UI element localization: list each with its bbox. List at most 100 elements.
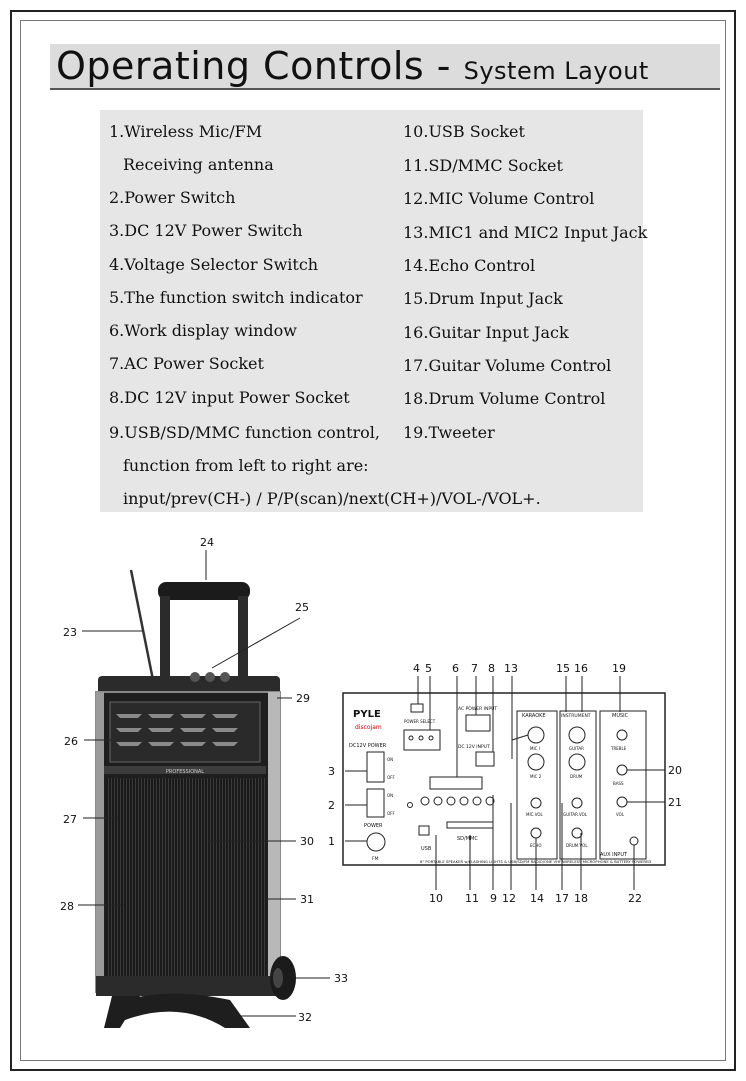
panel-outline <box>342 692 666 866</box>
controls-list-panel <box>100 110 643 512</box>
drum-jack[interactable] <box>568 753 586 771</box>
panel-callout-22: 22 <box>628 892 642 905</box>
panel-callout-3: 3 <box>328 765 335 778</box>
panel-callout-4: 4 <box>413 662 420 675</box>
panel-callout-11: 11 <box>465 892 479 905</box>
mic2-jack[interactable] <box>527 753 545 771</box>
panel-callout-17: 17 <box>555 892 569 905</box>
instrument-label: INSTRUMENT <box>561 713 591 719</box>
speaker-illustration: PROFESSIONAL <box>95 569 296 1028</box>
dc12v-power-label: DC12V POWER <box>349 743 387 749</box>
guitar-volume-knob[interactable] <box>571 797 583 809</box>
echo-knob[interactable] <box>530 827 542 839</box>
usb-socket[interactable] <box>418 825 430 836</box>
function-buttons <box>420 796 495 806</box>
panel-callout-20: 20 <box>668 764 682 777</box>
bass-knob[interactable] <box>616 764 628 776</box>
fm-label: FM <box>372 856 379 862</box>
mic1-jack[interactable] <box>527 726 545 744</box>
list-item: 5.The function switch indicator <box>109 288 363 307</box>
list-item: 6.Work display window <box>109 321 297 340</box>
list-item: 17.Guitar Volume Control <box>403 356 612 375</box>
list-item: 14.Echo Control <box>403 256 536 275</box>
karaoke-section <box>516 710 558 860</box>
display-window <box>429 776 483 790</box>
callout-26: 26 <box>64 735 78 748</box>
aux-input-label: AUX INPUT <box>600 852 628 858</box>
list-item: 10.USB Socket <box>403 122 525 141</box>
treble-knob[interactable] <box>616 729 628 741</box>
aux-input-jack[interactable] <box>629 836 639 846</box>
panel-callout-1: 1 <box>328 835 335 848</box>
usb-label: USB <box>421 846 432 852</box>
mic-volume-knob[interactable] <box>530 797 542 809</box>
list-item: 3.DC 12V Power Switch <box>109 221 303 240</box>
guitar-vol-label: GUITAR.VOL <box>563 812 588 817</box>
fm-antenna-jack[interactable] <box>366 832 386 852</box>
list-item: 7.AC Power Socket <box>109 354 264 373</box>
drum-label: DRUM <box>570 774 583 779</box>
title-bar <box>50 44 720 90</box>
drum-volume-knob[interactable] <box>571 827 583 839</box>
indicator-box <box>403 729 441 751</box>
dc-input-socket[interactable] <box>475 751 495 767</box>
ac-power-label: AC POWER INPUT <box>458 706 497 712</box>
dc12v-switch[interactable] <box>366 751 385 783</box>
panel-callout-16: 16 <box>574 662 588 675</box>
list-item: 9.USB/SD/MMC function control, <box>109 423 381 442</box>
instrument-section <box>559 710 597 860</box>
mic-vol-label: MIC.VOL <box>526 812 544 817</box>
list-item: 12.MIC Volume Control <box>403 189 595 208</box>
treble-label: TREBLE <box>610 746 627 751</box>
panel-callout-10: 10 <box>429 892 443 905</box>
panel-callout-6: 6 <box>452 662 459 675</box>
power-off-label: OFF <box>387 811 395 816</box>
sd-mmc-slot[interactable] <box>446 821 494 829</box>
panel-callout-8: 8 <box>488 662 495 675</box>
sd-mmc-label: SD/MMC <box>457 836 478 842</box>
callout-27: 27 <box>63 813 77 826</box>
ac-power-socket[interactable] <box>465 714 491 732</box>
brand-label: PYLE <box>353 709 381 720</box>
page-title: Operating Controls - System Layout <box>56 44 649 88</box>
guitar-label: GUITAR <box>569 746 584 751</box>
panel-callout-15: 15 <box>556 662 570 675</box>
callout-31: 31 <box>300 893 314 906</box>
panel-callout-19: 19 <box>612 662 626 675</box>
callout-30: 30 <box>300 835 314 848</box>
callout-29: 29 <box>296 692 310 705</box>
list-item: 1.Wireless Mic/FM <box>109 122 263 141</box>
callout-24: 24 <box>200 536 214 549</box>
panel-callout-13: 13 <box>504 662 518 675</box>
panel-callout-5: 5 <box>425 662 432 675</box>
brand-strip-label: PROFESSIONAL <box>166 769 204 775</box>
panel-callout-14: 14 <box>530 892 544 905</box>
page-inner-border <box>20 20 726 1061</box>
list-item: Receiving antenna <box>123 155 274 174</box>
panel-callout-9: 9 <box>490 892 497 905</box>
dc12v-off-label: OFF <box>387 775 395 780</box>
power-label: POWER <box>364 823 383 829</box>
trolley-handle <box>158 582 250 600</box>
mic1-label: MIC I <box>530 746 540 751</box>
music-section <box>599 710 647 860</box>
list-item: 16.Guitar Input Jack <box>403 323 569 342</box>
music-volume-knob[interactable] <box>616 796 628 808</box>
brand-sub-label: discojam <box>355 724 382 731</box>
list-item: 8.DC 12V input Power Socket <box>109 388 350 407</box>
music-label: MUSIC <box>612 713 629 719</box>
callout-25: 25 <box>295 601 309 614</box>
callout-28: 28 <box>60 900 74 913</box>
list-item: function from left to right are: <box>123 456 369 475</box>
panel-callout-18: 18 <box>574 892 588 905</box>
list-item: 15.Drum Input Jack <box>403 289 563 308</box>
panel-callout-21: 21 <box>668 796 682 809</box>
guitar-jack[interactable] <box>568 726 586 744</box>
callout-33: 33 <box>334 972 348 985</box>
list-item: 4.Voltage Selector Switch <box>109 255 319 274</box>
power-switch[interactable] <box>366 788 385 818</box>
control-panel-diagram: PYLE discojam DC12V POWER ON OFF ON OFF … <box>342 692 666 866</box>
vol-label: VOL <box>616 812 625 817</box>
voltage-selector[interactable] <box>410 703 424 713</box>
antenna-icon <box>129 569 155 681</box>
